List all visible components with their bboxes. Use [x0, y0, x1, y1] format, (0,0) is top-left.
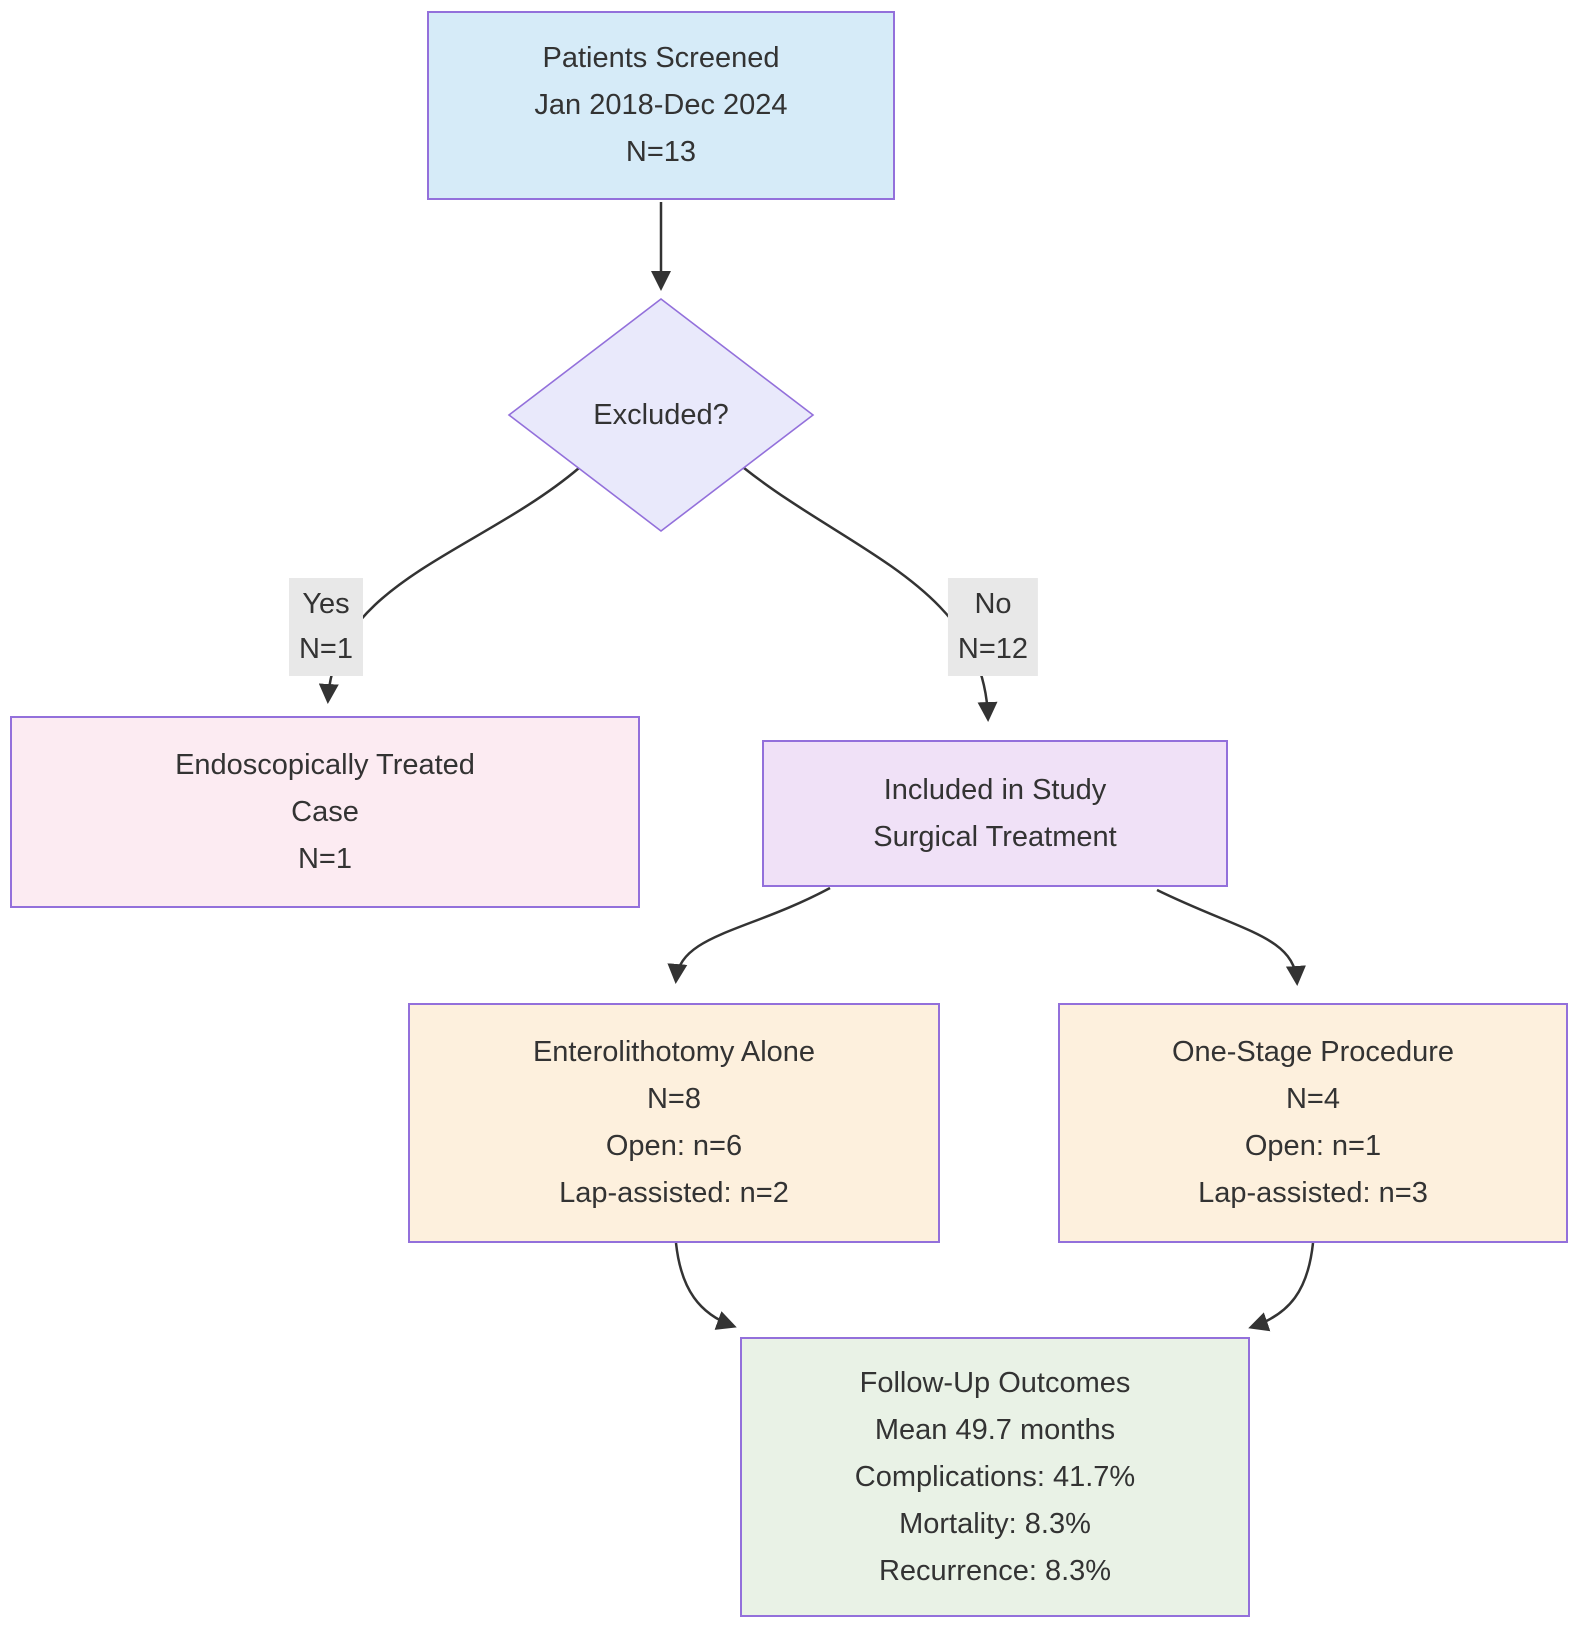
node-text-line: Endoscopically Treated — [175, 748, 475, 781]
node-text-line: Mean 49.7 months — [874, 1413, 1116, 1446]
node-text-line: Open: n=6 — [605, 1130, 743, 1162]
edge-one-stage-to-follow-up — [1248, 1242, 1315, 1332]
node-text-line: One-Stage Procedure — [1171, 1036, 1455, 1068]
node-one-stage-procedure: One-Stage Procedure N=4 Open: n=1 Lap-as… — [1058, 1003, 1568, 1243]
edge-label-line: No — [974, 588, 1012, 620]
edge-included-to-enterolithotomy — [667, 886, 831, 984]
edge-label-line: N=1 — [298, 633, 354, 665]
node-text-line: Complications: 41.7% — [854, 1460, 1136, 1493]
node-text-line: N=8 — [646, 1083, 701, 1115]
edge-excluded-yes-to-endoscopic — [318, 467, 580, 704]
node-text-line: Enterolithotomy Alone — [532, 1036, 816, 1068]
node-text-line: Case — [291, 795, 359, 828]
node-text-line: Lap-assisted: n=2 — [559, 1177, 789, 1209]
edge-included-to-one-stage — [1156, 888, 1306, 986]
node-endoscopically-treated: Endoscopically Treated Case N=1 — [10, 716, 640, 908]
node-text-line: Follow-Up Outcomes — [859, 1366, 1131, 1399]
node-text-line: Lap-assisted: n=3 — [1198, 1177, 1428, 1209]
node-text-line: Included in Study — [883, 773, 1107, 806]
edge-label-line: Yes — [302, 588, 350, 620]
node-included-in-study: Included in Study Surgical Treatment — [762, 740, 1228, 887]
node-text-line: N=1 — [297, 842, 352, 875]
edge-label-no: No N=12 — [947, 578, 1039, 676]
edge-enterolithotomy-to-follow-up — [674, 1242, 737, 1330]
node-text-line: Surgical Treatment — [873, 820, 1117, 853]
edge-label-line: N=12 — [957, 633, 1029, 665]
node-text-line: Jan 2018-Dec 2024 — [534, 89, 788, 121]
node-enterolithotomy-alone: Enterolithotomy Alone N=8 Open: n=6 Lap-… — [408, 1003, 940, 1243]
node-patients-screened: Patients Screened Jan 2018-Dec 2024 N=13 — [427, 11, 895, 200]
node-text-line: N=4 — [1285, 1083, 1340, 1115]
node-text-line: Mortality: 8.3% — [899, 1507, 1091, 1540]
node-text-line: Open: n=1 — [1244, 1130, 1382, 1162]
node-text-line: Patients Screened — [542, 42, 780, 74]
node-text-line: Recurrence: 8.3% — [878, 1554, 1112, 1587]
decision-diamond-shape — [507, 297, 815, 533]
edge-label-yes: Yes N=1 — [288, 578, 364, 676]
node-follow-up-outcomes: Follow-Up Outcomes Mean 49.7 months Comp… — [740, 1337, 1250, 1617]
node-text-line: N=13 — [625, 136, 697, 168]
